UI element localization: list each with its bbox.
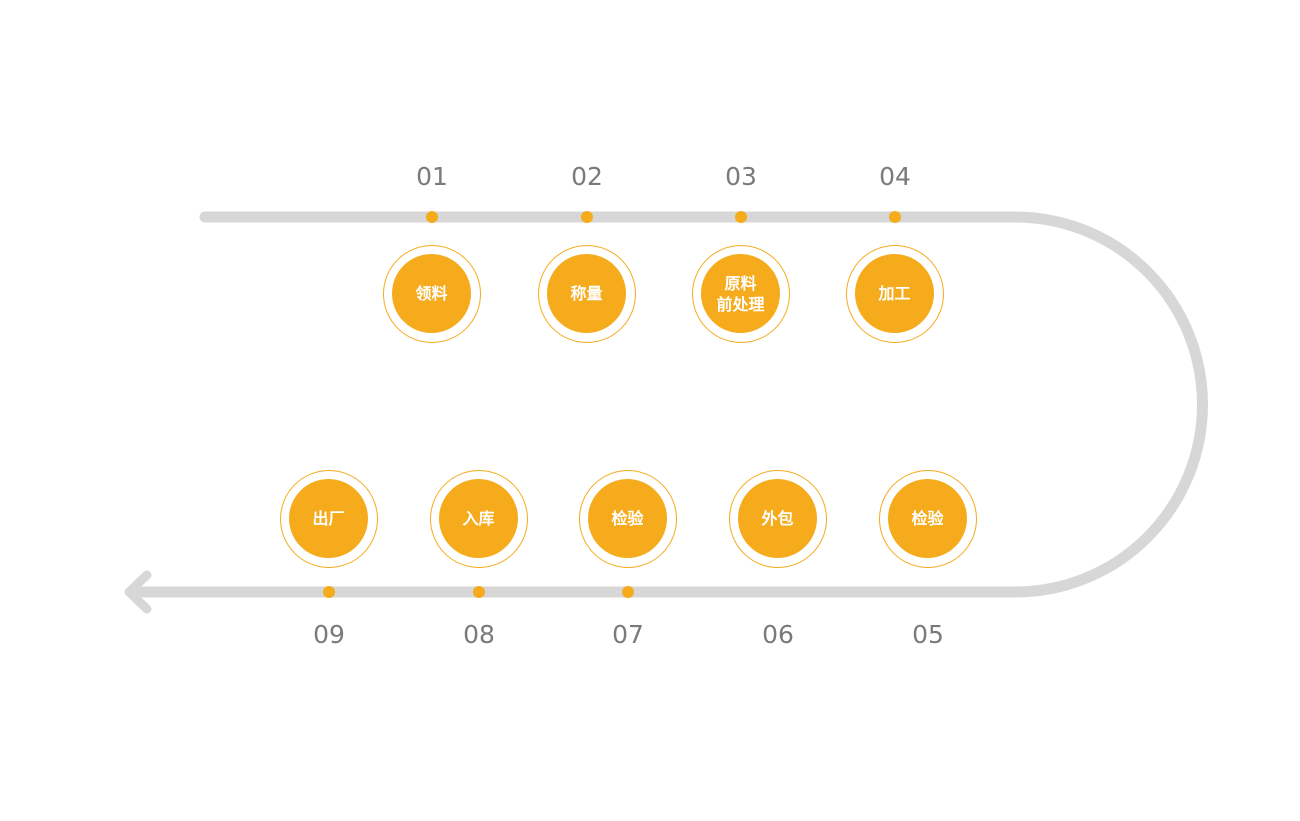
step-number: 07 (612, 620, 644, 649)
step-marker (581, 211, 593, 223)
step-number: 05 (912, 620, 944, 649)
step-badge: 检验 (579, 470, 677, 568)
step-label: 入库 (462, 509, 495, 528)
step-label: 加工 (878, 284, 911, 303)
step-badge: 原料 前处理 (692, 245, 790, 343)
step-label: 原料 前处理 (716, 273, 765, 314)
step-marker (889, 211, 901, 223)
step-number: 06 (762, 620, 794, 649)
step-marker (323, 586, 335, 598)
step-marker (473, 586, 485, 598)
step-badge: 外包 (729, 470, 827, 568)
arrow-head-icon (124, 570, 152, 614)
step-number: 01 (416, 162, 448, 191)
step-label: 出厂 (312, 509, 345, 528)
step-marker (735, 211, 747, 223)
step-label: 称量 (570, 284, 603, 303)
step-badge: 入库 (430, 470, 528, 568)
step-badge: 加工 (846, 245, 944, 343)
step-badge: 检验 (879, 470, 977, 568)
step-marker (426, 211, 438, 223)
step-number: 04 (879, 162, 911, 191)
step-number: 02 (571, 162, 603, 191)
step-badge: 领料 (383, 245, 481, 343)
step-label: 检验 (911, 509, 944, 528)
step-marker (622, 586, 634, 598)
step-number: 09 (313, 620, 345, 649)
step-label: 领料 (415, 284, 448, 303)
step-badge: 称量 (538, 245, 636, 343)
step-label: 检验 (611, 509, 644, 528)
step-badge: 出厂 (280, 470, 378, 568)
step-label: 外包 (761, 509, 794, 528)
step-number: 08 (463, 620, 495, 649)
step-number: 03 (725, 162, 757, 191)
track-line (127, 211, 1208, 598)
